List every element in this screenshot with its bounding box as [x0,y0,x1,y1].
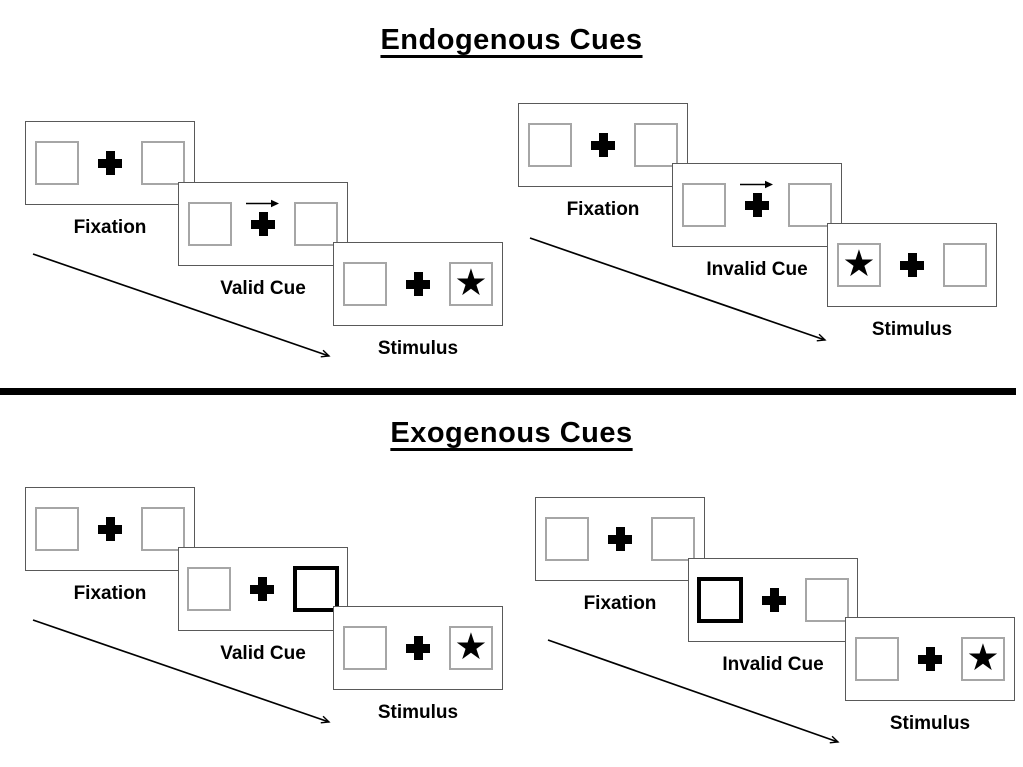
stimulus-panel: ★ [827,223,997,307]
star-icon: ★ [842,242,876,285]
section-title-exogenous: Exogenous Cues [390,417,633,449]
star-icon: ★ [966,636,1000,679]
left-box [545,517,589,561]
left-box [855,637,899,681]
left-box-cue-highlight [697,577,743,623]
right-box [651,517,695,561]
invalid-cue-panel [672,163,842,247]
invalid-cue-panel [688,558,858,642]
fixation-cross-icon [745,193,769,217]
panel-label: Stimulus [889,713,971,734]
right-box [788,183,832,227]
right-box: ★ [449,626,493,670]
timeline-arrow [529,237,827,342]
panel-label: Invalid Cue [706,259,808,280]
panel-label: Stimulus [377,702,459,723]
right-box [294,202,338,246]
fixation-panel [518,103,688,187]
panel-label: Stimulus [871,319,953,340]
fixation-panel [25,487,195,571]
stimulus-panel: ★ [333,606,503,690]
left-box [682,183,726,227]
left-box [35,141,79,185]
right-box-cue-highlight [293,566,339,612]
left-box: ★ [837,243,881,287]
fixation-panel [25,121,195,205]
panel-label: Valid Cue [220,278,306,299]
fixation-cross-icon [250,577,274,601]
cue-arrow-icon [740,180,773,189]
left-box [35,507,79,551]
panel-label: Stimulus [377,338,459,359]
cue-arrow-icon [246,199,279,208]
stimulus-panel: ★ [333,242,503,326]
panel-label: Fixation [73,217,147,238]
left-box [343,626,387,670]
star-icon: ★ [454,625,488,668]
left-box [343,262,387,306]
stimulus-panel: ★ [845,617,1015,701]
fixation-panel [535,497,705,581]
fixation-cross-icon [608,527,632,551]
right-box [634,123,678,167]
fixation-cross-icon [251,212,275,236]
section-title-endogenous: Endogenous Cues [380,24,643,56]
fixation-cross-icon [591,133,615,157]
valid-cue-panel [178,547,348,631]
fixation-cross-icon [406,272,430,296]
section-divider [0,388,1016,395]
fixation-cross-icon [98,517,122,541]
fixation-cross-icon [98,151,122,175]
timeline-arrow [547,639,840,744]
right-box: ★ [449,262,493,306]
right-box [141,507,185,551]
left-box [188,202,232,246]
left-box [528,123,572,167]
right-box [805,578,849,622]
timeline-arrow [32,619,331,724]
panel-label: Fixation [73,583,147,604]
left-box [187,567,231,611]
valid-cue-panel [178,182,348,266]
fixation-cross-icon [406,636,430,660]
right-box [141,141,185,185]
fixation-cross-icon [900,253,924,277]
fixation-cross-icon [762,588,786,612]
panel-label: Fixation [583,593,657,614]
star-icon: ★ [454,261,488,304]
panel-label: Fixation [566,199,640,220]
timeline-arrow [32,253,331,358]
right-box: ★ [961,637,1005,681]
panel-label: Invalid Cue [722,654,824,675]
right-box [943,243,987,287]
fixation-cross-icon [918,647,942,671]
panel-label: Valid Cue [220,643,306,664]
